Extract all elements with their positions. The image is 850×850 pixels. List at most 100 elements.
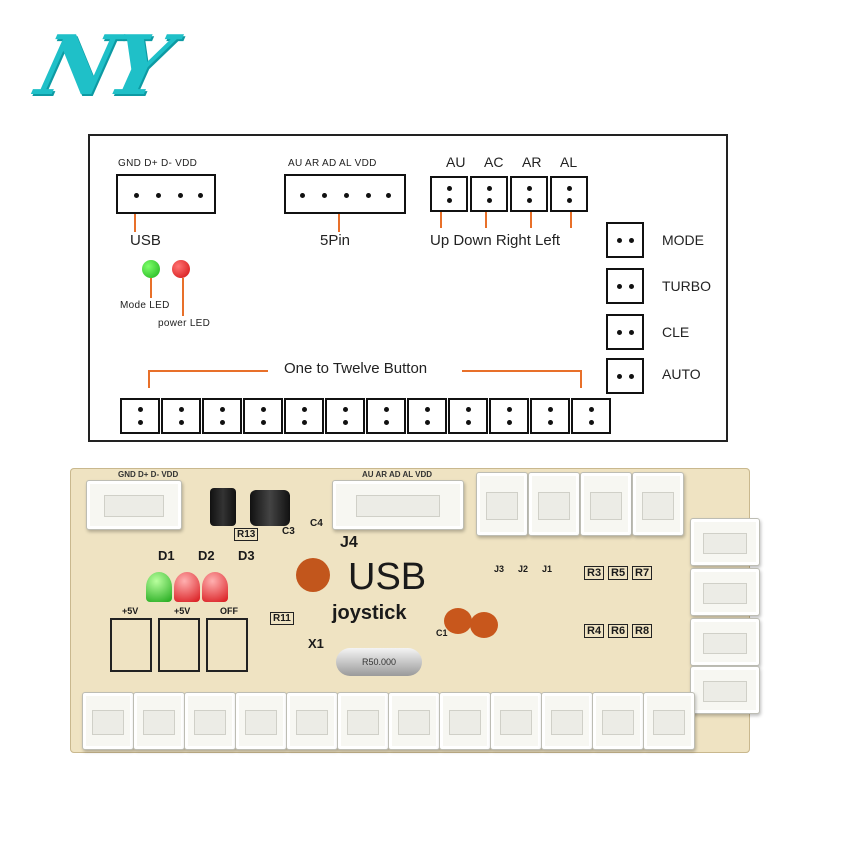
brand-logo: NY (28, 18, 178, 114)
button-connector (161, 398, 201, 434)
pcb-button-header (286, 692, 338, 750)
pcb-d2-label: D2 (198, 548, 215, 563)
usb-connector (116, 174, 216, 214)
pcb-button-header (592, 692, 644, 750)
dir-head-ar: AR (522, 154, 542, 170)
fivepin-connector (284, 174, 406, 214)
pcb-red-led (174, 572, 200, 602)
button-connector (202, 398, 242, 434)
down-connector (470, 176, 508, 212)
pcb-j4-label: J4 (340, 534, 358, 551)
off-switch-outline (206, 618, 248, 672)
pcb-usb-pins: GND D+ D- VDD (118, 470, 179, 479)
mode-led-label: Mode LED (120, 300, 170, 311)
button-connector (407, 398, 447, 434)
button-connector (448, 398, 488, 434)
fivepin-label: 5Pin (320, 232, 351, 249)
pcb-c3-label: C3 (282, 526, 295, 537)
button-connector (284, 398, 324, 434)
turbo-label: TURBO (662, 278, 711, 294)
power-led-label: power LED (158, 318, 211, 329)
button-connector (571, 398, 611, 434)
auto-label: AUTO (662, 366, 701, 382)
pcb-j2-label: J2 (518, 564, 529, 574)
pcb-title: USB (348, 556, 427, 598)
pcb-r11-label: R11 (270, 612, 294, 625)
pcb-r13-label: R13 (234, 528, 259, 541)
fivepin-pin-labels: AU AR AD AL VDD (288, 158, 377, 169)
buttons-label: One to Twelve Button (284, 360, 428, 377)
j4-header (332, 480, 464, 530)
crystal-oscillator: R50.000 (336, 648, 422, 676)
pcb-r6-label: R6 (608, 624, 629, 638)
direction-label: Up Down Right Left (430, 232, 561, 249)
pcb-button-header (82, 692, 134, 750)
left-connector (550, 176, 588, 212)
button-connector (366, 398, 406, 434)
pcb-r5-label: R5 (608, 566, 629, 580)
pcb-button-header (439, 692, 491, 750)
pcb-button-header (337, 692, 389, 750)
pcb-button-header (133, 692, 185, 750)
pcb-green-led (146, 572, 172, 602)
pcb-button-header (184, 692, 236, 750)
turbo-switch-outline (158, 618, 200, 672)
disc-capacitor (444, 608, 472, 634)
pcb-right-header (580, 472, 632, 536)
pcb-c1-label: C1 (436, 628, 448, 638)
power-led (172, 260, 190, 278)
pcb-d3-label: D3 (238, 548, 255, 563)
pcb-auto-header (690, 666, 760, 714)
cle-connector (606, 314, 644, 350)
pcb-d1-volt: +5V (122, 606, 139, 616)
pcb-button-header (235, 692, 287, 750)
pcb-j1-label: J1 (542, 564, 553, 574)
dir-head-ac: AC (484, 154, 504, 170)
pcb-x1-label: X1 (308, 636, 324, 651)
disc-capacitor-2 (470, 612, 498, 638)
turbo-connector (606, 268, 644, 304)
pcb-button-header (490, 692, 542, 750)
mode-connector (606, 222, 644, 258)
pcb-r8-label: R8 (632, 624, 653, 638)
wiring-diagram: GND D+ D- VDD USB Mode LED power LED AU … (88, 134, 728, 442)
pcb-left-header (632, 472, 684, 536)
right-connector (510, 176, 548, 212)
button-connector (325, 398, 365, 434)
mode-switch-outline (110, 618, 152, 672)
pcb-button-header (541, 692, 593, 750)
usb-label: USB (130, 232, 161, 249)
pcb-r3-label: R3 (584, 566, 605, 580)
button-connector (120, 398, 160, 434)
electrolytic-capacitor (210, 488, 236, 526)
usb-header (86, 480, 182, 530)
pcb-button-header (388, 692, 440, 750)
pcb-red-led-2 (202, 572, 228, 602)
pcb-d3-volt: OFF (220, 606, 238, 616)
pcb-r7-label: R7 (632, 566, 653, 580)
pcb-d1-label: D1 (158, 548, 175, 563)
cle-label: CLE (662, 324, 690, 340)
pcb-board: GND D+ D- VDD AU AR AD AL VDD J4 D1 D2 D… (70, 468, 760, 753)
button-connector (530, 398, 570, 434)
up-connector (430, 176, 468, 212)
pcb-j3-label: J3 (494, 564, 505, 574)
mode-led (142, 260, 160, 278)
pcb-mode-header (690, 518, 760, 566)
pcb-cle-header (690, 618, 760, 666)
dir-head-au: AU (446, 154, 466, 170)
pcb-subtitle: joystick (332, 602, 407, 624)
pcb-down-header (528, 472, 580, 536)
pcb-c4-label: C4 (310, 518, 323, 529)
pcb-up-header (476, 472, 528, 536)
pcb-button-header (643, 692, 695, 750)
pcb-turbo-header (690, 568, 760, 616)
ceramic-capacitor (296, 558, 330, 592)
pcb-r4-label: R4 (584, 624, 605, 638)
pcb-d2-volt: +5V (174, 606, 191, 616)
auto-connector (606, 358, 644, 394)
electrolytic-capacitor-2 (250, 490, 290, 526)
mode-label: MODE (662, 232, 704, 248)
dir-head-al: AL (560, 154, 578, 170)
button-connector (489, 398, 529, 434)
